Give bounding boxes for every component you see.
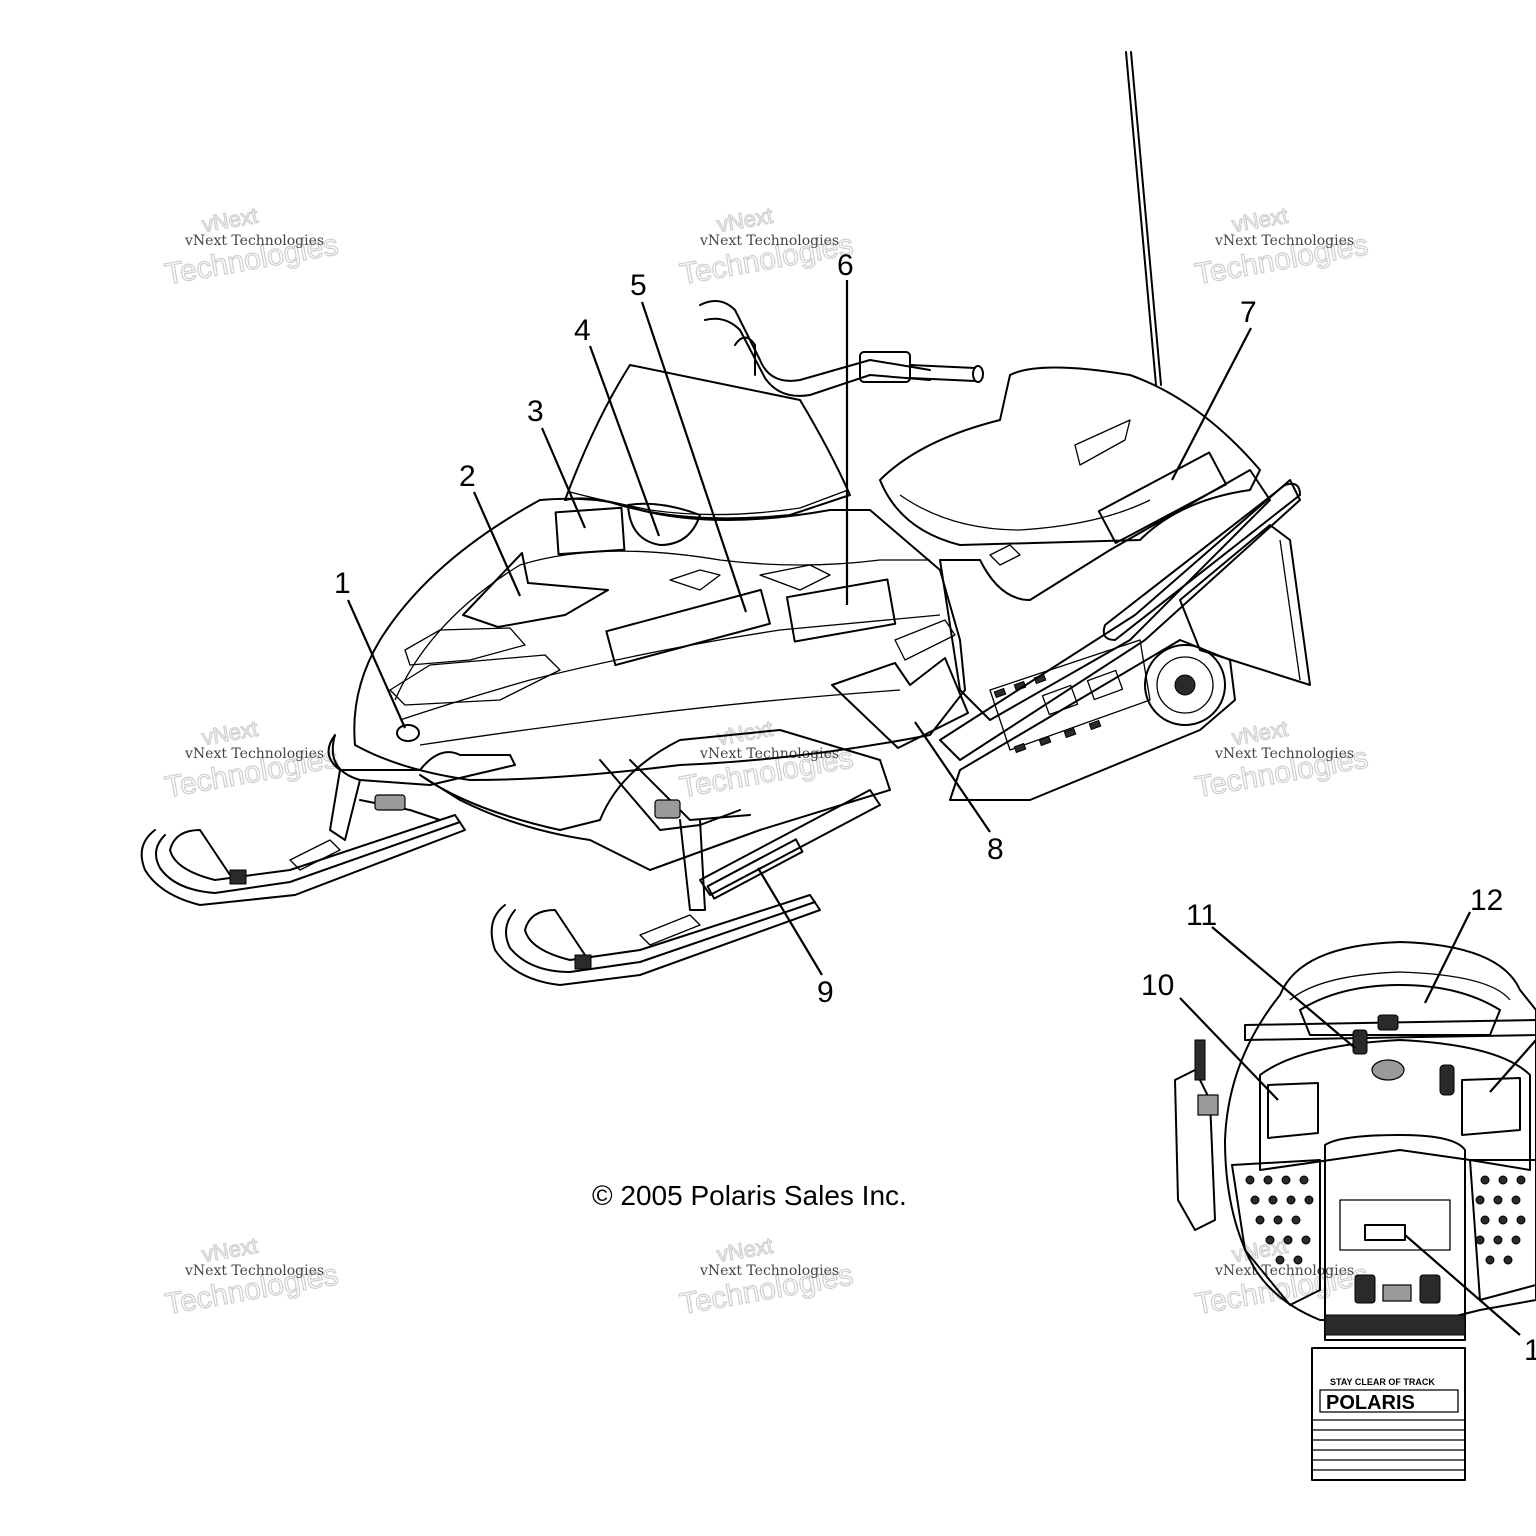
leader-lines-rear (1179, 911, 1536, 1336)
decals-main (396, 451, 1228, 900)
callout-1: 1 (334, 567, 351, 600)
watermark-small-text: vNext Technologies (1214, 233, 1354, 249)
decal-4 (627, 502, 701, 546)
belly-pan (419, 729, 891, 871)
running-board-perforations (1231, 1159, 1536, 1306)
side-vent (894, 619, 956, 661)
snowmobile-rear-view: STAY CLEAR OF TRACK POLARIS (1174, 941, 1536, 1481)
watermark-small-text: vNext Technologies (1214, 746, 1354, 762)
watermark-small-text: vNext Technologies (699, 233, 839, 249)
flap-warning-text: STAY CLEAR OF TRACK (1330, 1377, 1435, 1387)
leader-lines (346, 280, 1252, 976)
watermark-small-text: vNext Technologies (699, 746, 839, 762)
copyright-notice: © 2005 Polaris Sales Inc. (592, 1180, 907, 1211)
callout-5: 5 (630, 269, 647, 302)
callout-4: 4 (574, 314, 591, 347)
hood (353, 497, 966, 781)
decal-3 (554, 506, 626, 556)
callout-9: 9 (817, 976, 834, 1009)
callout-6: 6 (837, 249, 854, 282)
callout-11: 11 (1186, 899, 1217, 932)
decal-6 (785, 578, 897, 643)
decal-12 (1461, 1077, 1521, 1136)
decal-2 (462, 552, 609, 628)
callout-13-partial: 1 (1524, 1334, 1536, 1367)
headlight-housing (389, 654, 561, 706)
decal-10 (1267, 1082, 1319, 1139)
watermark-small-text: vNext Technologies (184, 746, 324, 762)
ski-left (140, 814, 466, 906)
decal-5 (605, 588, 771, 667)
rear-seat (1299, 984, 1501, 1036)
snowmobile-side-view (140, 51, 1311, 986)
rear-bumper (1102, 482, 1301, 641)
rear-snow-flap: STAY CLEAR OF TRACK POLARIS (1311, 1347, 1466, 1481)
callouts-main: 1 2 3 4 5 6 7 8 9 (334, 249, 1257, 1009)
callout-10: 10 (1141, 969, 1174, 1002)
decal-8 (831, 657, 969, 749)
watermark-small-text: vNext Technologies (699, 1263, 839, 1279)
decal-9 (706, 838, 804, 900)
decal-1 (396, 724, 420, 742)
flag-pole (1125, 51, 1162, 386)
callout-3: 3 (527, 395, 544, 428)
snow-flap (1179, 524, 1311, 686)
callout-2: 2 (459, 460, 476, 493)
watermark-small-text: vNext Technologies (184, 1263, 324, 1279)
seat (879, 366, 1261, 546)
flap-brand-text: POLARIS (1326, 1392, 1415, 1414)
grab-bar (1244, 1019, 1536, 1041)
ski-right (490, 894, 821, 986)
front-suspension (329, 759, 881, 911)
decal-7 (1097, 451, 1228, 545)
rear-body-panel (939, 469, 1271, 721)
handlebar (699, 300, 984, 397)
callouts-rear: 10 11 12 1 (1141, 884, 1536, 1367)
callout-8: 8 (987, 833, 1004, 866)
decal-13 (1364, 1224, 1406, 1241)
track-cleats (993, 673, 1102, 754)
track-assembly (949, 639, 1236, 801)
watermark-small-text: vNext Technologies (1214, 1263, 1354, 1279)
callout-12: 12 (1470, 884, 1503, 917)
front-bumper (327, 734, 516, 786)
callout-7: 7 (1240, 296, 1257, 329)
running-board (939, 479, 1301, 761)
watermark-small-text: vNext Technologies (184, 233, 324, 249)
watermark-group: vNext Technologies vNext Technologies vN… (162, 202, 1371, 1322)
